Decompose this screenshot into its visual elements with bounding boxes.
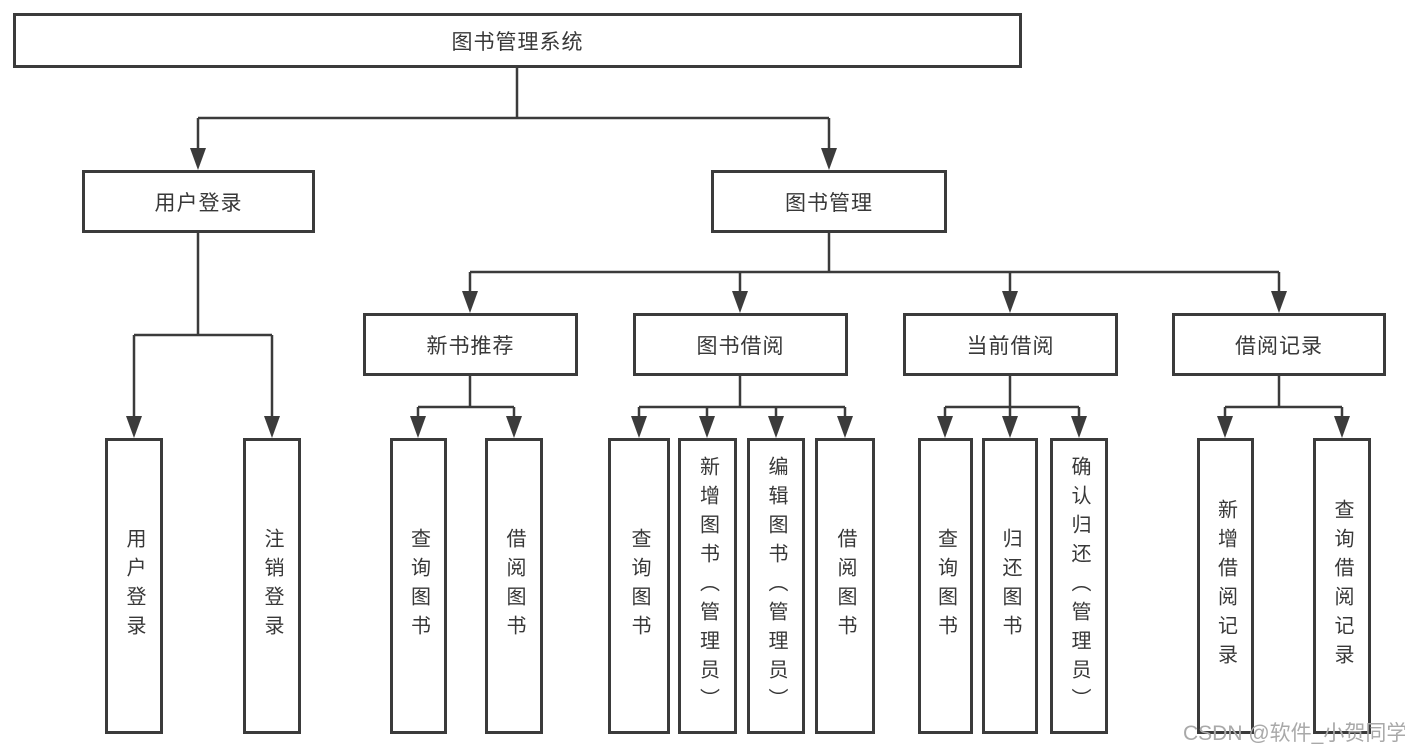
- leaf-edit-book-admin: 编辑图书（管理员）: [747, 438, 805, 734]
- node-borrow-record: 借阅记录: [1172, 313, 1386, 376]
- leaf-borrow-book-1: 借阅图书: [485, 438, 543, 734]
- node-root-system: 图书管理系统: [13, 13, 1022, 68]
- leaf-add-borrow-record: 新增借阅记录: [1197, 438, 1254, 734]
- node-new-book-recommend: 新书推荐: [363, 313, 578, 376]
- leaf-query-borrow-record: 查询借阅记录: [1313, 438, 1371, 734]
- leaf-confirm-return-admin: 确认归还（管理员）: [1050, 438, 1108, 734]
- leaf-query-book-3: 查询图书: [918, 438, 973, 734]
- arrowheads: [126, 148, 1350, 438]
- node-book-management: 图书管理: [711, 170, 947, 233]
- node-user-login: 用户登录: [82, 170, 315, 233]
- leaf-query-book-2: 查询图书: [608, 438, 670, 734]
- leaf-query-book-1: 查询图书: [390, 438, 447, 734]
- node-current-borrow: 当前借阅: [903, 313, 1118, 376]
- csdn-watermark: CSDN @软件_小贺同学: [1183, 722, 1405, 745]
- leaf-return-book: 归还图书: [982, 438, 1038, 734]
- node-book-borrow: 图书借阅: [633, 313, 848, 376]
- leaf-add-book-admin: 新增图书（管理员）: [678, 438, 737, 734]
- leaf-borrow-book-2: 借阅图书: [815, 438, 875, 734]
- leaf-logout: 注销登录: [243, 438, 301, 734]
- leaf-user-login: 用户登录: [105, 438, 163, 734]
